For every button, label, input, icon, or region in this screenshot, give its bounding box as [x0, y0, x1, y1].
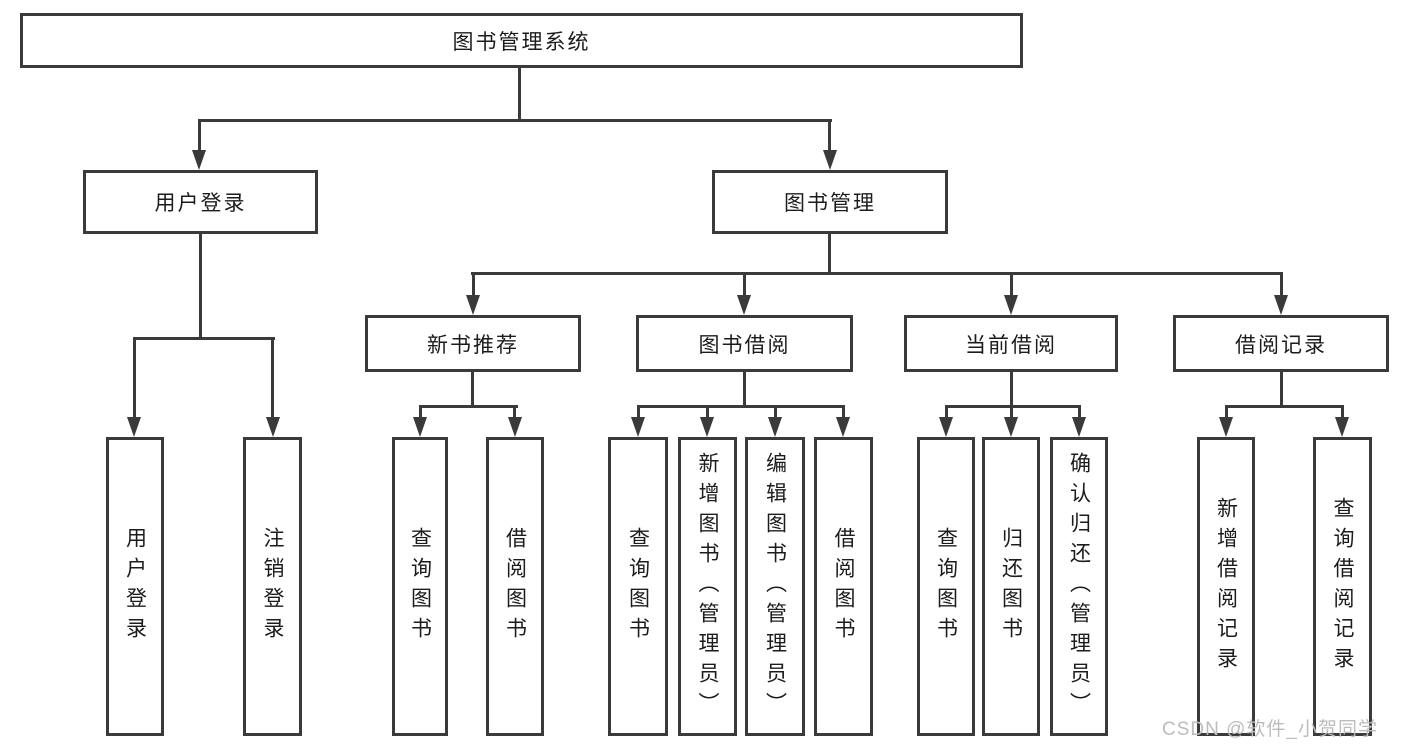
- connector-drop-book-borrow: [743, 272, 746, 298]
- node-label: 图书管理系统: [452, 30, 591, 54]
- connector-drop-logout-leaf: [271, 337, 274, 419]
- connector-drop-current-borrow: [1010, 272, 1013, 298]
- leaf-bb-edit-books-admin: 编辑图书（管理员）: [745, 437, 805, 736]
- node-book-management: 图书管理: [712, 170, 948, 234]
- leaf-nb-query-books: 查询图书: [392, 437, 448, 736]
- leaf-cb-query-books: 查询图书: [917, 437, 975, 736]
- node-current-borrowing: 当前借阅: [904, 315, 1118, 372]
- arrow-down-icon: [939, 417, 953, 437]
- connector-new-book-stub: [471, 372, 474, 408]
- connector-drop-leaf: [774, 405, 777, 419]
- node-label: 新增借阅记录: [1214, 496, 1238, 677]
- connector-drop-new-book: [472, 272, 475, 298]
- connector-drop-leaf: [1078, 405, 1081, 419]
- connector-drop-leaf: [842, 405, 845, 419]
- connector-book-borrow-hline: [637, 405, 845, 408]
- arrow-down-icon: [192, 150, 206, 170]
- connector-book-mgmt-stub: [828, 234, 831, 275]
- arrow-down-icon: [1274, 295, 1288, 315]
- node-label: 确认归还（管理员）: [1067, 451, 1091, 722]
- arrow-down-icon: [1219, 417, 1233, 437]
- node-label: 注销登录: [261, 526, 284, 647]
- node-label: 图书管理: [784, 192, 876, 215]
- arrow-down-icon: [631, 417, 645, 437]
- node-new-book-recommend: 新书推荐: [365, 315, 581, 372]
- node-borrowing-records: 借阅记录: [1173, 315, 1389, 372]
- arrow-down-icon: [768, 417, 782, 437]
- leaf-br-query-record: 查询借阅记录: [1313, 437, 1372, 736]
- connector-borrow-record-stub: [1280, 372, 1283, 408]
- connector-new-book-hline: [419, 405, 518, 408]
- node-label: 当前借阅: [965, 333, 1057, 357]
- arrow-down-icon: [1335, 417, 1349, 437]
- connector-drop-leaf: [1225, 405, 1228, 419]
- connector-current-borrow-stub: [1010, 372, 1013, 408]
- connector-drop-book-mgmt: [828, 119, 831, 152]
- connector-current-borrow-hline: [945, 405, 1081, 408]
- arrow-down-icon: [823, 150, 837, 170]
- node-system-root: 图书管理系统: [20, 13, 1023, 68]
- node-label: 查询图书: [626, 526, 650, 647]
- node-label: 用户登录: [154, 192, 247, 215]
- leaf-br-add-record: 新增借阅记录: [1197, 437, 1255, 736]
- leaf-logout: 注销登录: [243, 437, 302, 736]
- connector-book-mgmt-hline: [471, 272, 1283, 275]
- connector-root-hline: [198, 119, 832, 122]
- arrow-down-icon: [836, 417, 850, 437]
- arrow-down-icon: [508, 417, 522, 437]
- leaf-cb-return-books: 归还图书: [982, 437, 1040, 736]
- connector-drop-leaf: [706, 405, 709, 419]
- node-label: 借阅图书: [503, 526, 527, 647]
- leaf-user-login: 用户登录: [106, 437, 164, 736]
- connector-borrow-record-hline: [1225, 405, 1344, 408]
- leaf-bb-borrow-books: 借阅图书: [814, 437, 873, 736]
- connector-user-login-stub: [199, 234, 202, 340]
- node-label: 新增图书（管理员）: [696, 451, 719, 722]
- connector-user-login-hline: [133, 337, 275, 340]
- connector-root-stub: [518, 68, 521, 122]
- arrow-down-icon: [737, 295, 751, 315]
- arrow-down-icon: [1072, 417, 1086, 437]
- node-label: 用户登录: [123, 526, 147, 647]
- connector-drop-leaf: [945, 405, 948, 419]
- node-label: 查询图书: [934, 526, 958, 647]
- leaf-bb-add-books-admin: 新增图书（管理员）: [678, 437, 737, 736]
- arrow-down-icon: [466, 295, 480, 315]
- arrow-down-icon: [266, 417, 280, 437]
- connector-drop-leaf: [1341, 405, 1344, 419]
- node-label: 查询借阅记录: [1331, 496, 1354, 677]
- connector-drop-leaf: [637, 405, 640, 419]
- node-label: 编辑图书（管理员）: [763, 451, 787, 722]
- node-book-borrowing: 图书借阅: [636, 315, 853, 372]
- connector-drop-leaf: [513, 405, 516, 419]
- connector-drop-leaf: [419, 405, 422, 419]
- arrow-down-icon: [413, 417, 427, 437]
- node-label: 查询图书: [408, 526, 432, 647]
- node-label: 归还图书: [999, 526, 1023, 647]
- node-label: 借阅图书: [832, 526, 855, 647]
- node-label: 借阅记录: [1235, 333, 1327, 357]
- leaf-bb-query-books: 查询图书: [608, 437, 668, 736]
- watermark: CSDN @软件_小贺同学: [1162, 719, 1378, 740]
- node-user-login: 用户登录: [83, 170, 318, 234]
- arrow-down-icon: [1004, 295, 1018, 315]
- connector-book-borrow-stub: [743, 372, 746, 408]
- leaf-nb-borrow-books: 借阅图书: [486, 437, 544, 736]
- arrow-down-icon: [127, 417, 141, 437]
- leaf-cb-confirm-return-admin: 确认归还（管理员）: [1050, 437, 1108, 736]
- connector-drop-user-login: [198, 119, 201, 152]
- node-label: 图书借阅: [698, 333, 791, 357]
- connector-drop-leaf: [1010, 405, 1013, 419]
- node-label: 新书推荐: [427, 333, 519, 357]
- arrow-down-icon: [700, 417, 714, 437]
- connector-drop-login-leaf: [133, 337, 136, 419]
- connector-drop-borrow-record: [1280, 272, 1283, 298]
- arrow-down-icon: [1004, 417, 1018, 437]
